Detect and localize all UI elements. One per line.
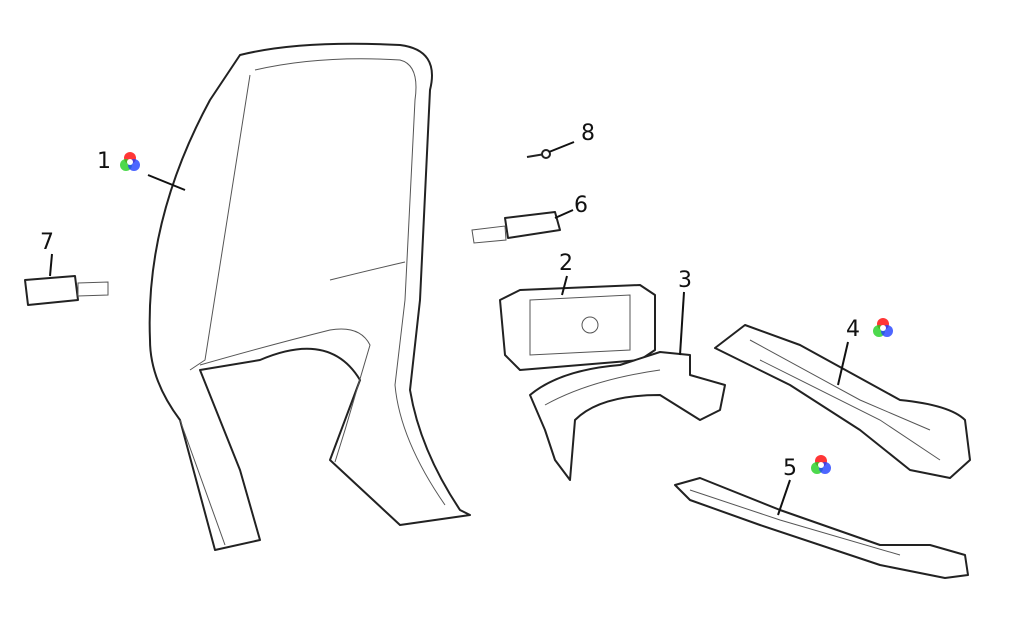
color-options-icon <box>873 318 893 337</box>
leader-lines <box>49 141 849 516</box>
callout-5: 5 <box>783 456 797 481</box>
part-3-bracket[interactable] <box>529 351 726 481</box>
callout-2: 2 <box>559 251 573 276</box>
color-options-icon <box>120 152 140 171</box>
callout-6: 6 <box>574 193 588 218</box>
callout-7: 7 <box>40 230 54 255</box>
callout-1: 1 <box>97 149 111 174</box>
callout-8: 8 <box>581 121 595 146</box>
part-5-lower-strip[interactable] <box>674 477 969 579</box>
part-7-clip[interactable] <box>24 275 109 306</box>
part-8-screw[interactable] <box>526 149 551 159</box>
part-1-leg-shield[interactable] <box>148 42 471 551</box>
color-options-icon <box>811 455 831 474</box>
part-2-glove-box[interactable] <box>499 284 656 371</box>
part-6-clip[interactable] <box>471 211 561 244</box>
part-4-side-panel[interactable] <box>714 324 971 479</box>
callout-4: 4 <box>846 317 860 342</box>
callout-3: 3 <box>678 268 692 293</box>
